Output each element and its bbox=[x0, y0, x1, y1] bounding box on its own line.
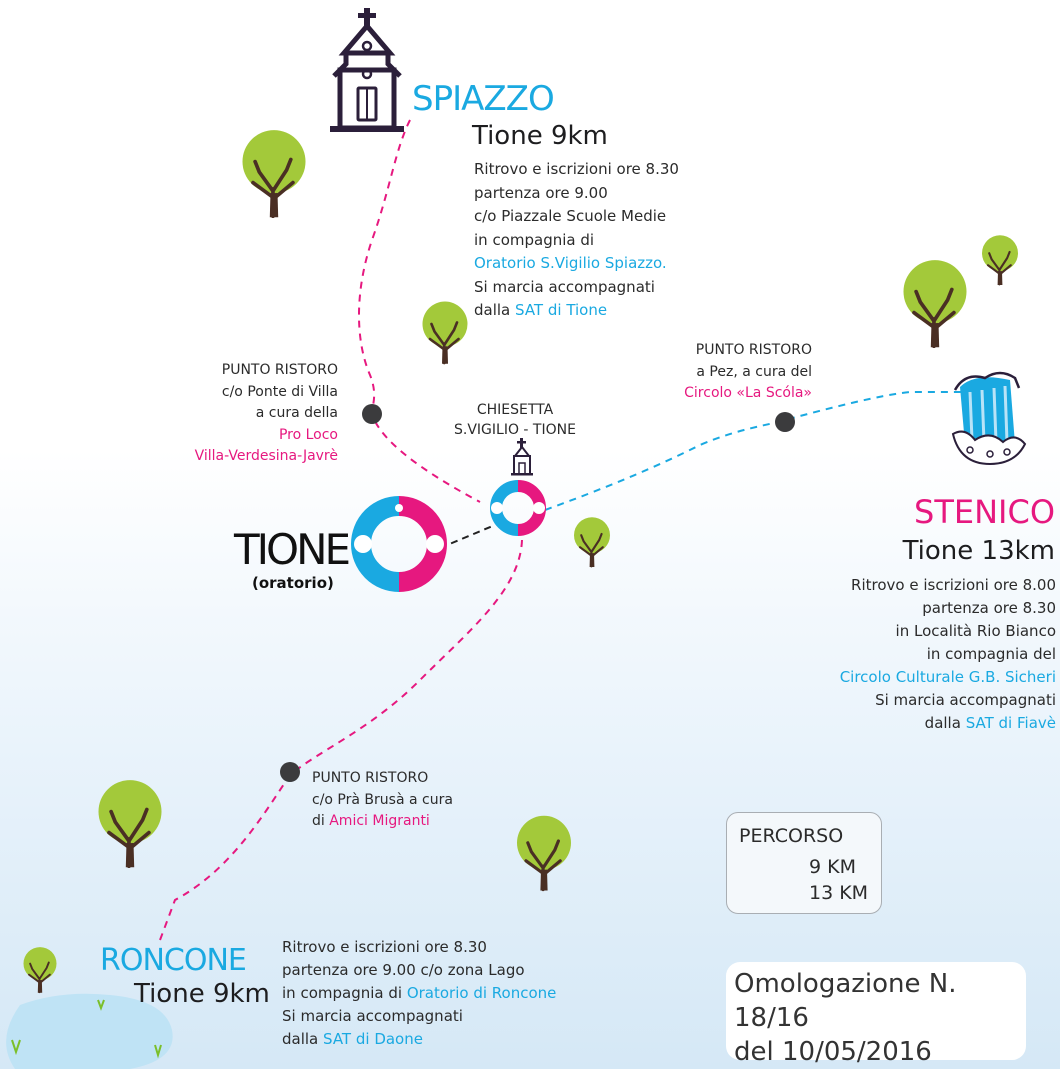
route-stenico-path bbox=[544, 391, 975, 511]
info-line: Si marcia accompagnati bbox=[875, 691, 1056, 709]
legend-title: PERCORSO bbox=[739, 825, 844, 847]
legend-item-13km: 13 KM bbox=[809, 882, 869, 904]
legend-item-9km: 9 KM bbox=[809, 856, 856, 878]
info-line: Si marcia accompagnati bbox=[282, 1007, 463, 1025]
stenico-title: STENICO bbox=[914, 493, 1055, 531]
tione-sub: (oratorio) bbox=[252, 574, 334, 592]
route-spiazzo-path bbox=[358, 119, 481, 503]
tree-icon bbox=[901, 258, 969, 350]
roncone-sat: SAT di Daone bbox=[323, 1030, 423, 1048]
ristoro-title: PUNTO RISTORO bbox=[221, 362, 338, 378]
info-line: Si marcia accompagnati bbox=[474, 277, 655, 296]
ring-marker-icon bbox=[490, 480, 546, 536]
ristoro-pra-label: PUNTO RISTORO c/o Prà Brusà a cura di Am… bbox=[312, 768, 453, 833]
route-roncone-path bbox=[159, 539, 523, 941]
info-prefix: in compagnia di bbox=[282, 984, 403, 1002]
info-line: partenza ore 8.30 bbox=[922, 599, 1056, 617]
ristoro-villa-org: Pro Loco bbox=[278, 426, 338, 443]
roncone-org: Oratorio di Roncone bbox=[406, 984, 557, 1002]
omologazione-line: Omologazione N. 18/16 bbox=[734, 969, 957, 1033]
info-prefix: dalla bbox=[282, 1030, 319, 1048]
tree-icon bbox=[96, 778, 164, 870]
spiazzo-org: Oratorio S.Vigilio Spiazzo. bbox=[474, 254, 667, 272]
info-prefix: dalla bbox=[474, 301, 511, 319]
legend-box: PERCORSO 9 KM 13 KM bbox=[726, 812, 882, 914]
ristoro-pez-org: Circolo «La Scóla» bbox=[684, 385, 812, 401]
info-line: c/o Ponte di Villa bbox=[221, 383, 338, 400]
omologazione-box: Omologazione N. 18/16 del 10/05/2016 bbox=[726, 962, 1026, 1067]
stenico-org: Circolo Culturale G.B. Sicheri bbox=[839, 668, 1056, 686]
waterfall-icon bbox=[951, 371, 1027, 466]
info-line: in compagnia di bbox=[474, 230, 595, 249]
info-line: c/o Prà Brusà a cura bbox=[312, 791, 453, 808]
tione-title: TIONE bbox=[234, 525, 351, 574]
info-line: a cura della bbox=[255, 405, 338, 421]
info-line: c/o Piazzale Scuole Medie bbox=[474, 207, 667, 225]
info-line: partenza ore 9.00 c/o zona Lago bbox=[282, 961, 525, 979]
tione-connector bbox=[439, 524, 496, 549]
ristoro-pra-dot bbox=[280, 762, 300, 782]
info-line: partenza ore 9.00 bbox=[474, 183, 608, 202]
ristoro-pez-dot bbox=[775, 412, 795, 432]
omologazione-date: del 10/05/2016 bbox=[734, 1036, 932, 1067]
chiesetta-line: S.VIGILIO - TIONE bbox=[454, 422, 576, 438]
stenico-info: Ritrovo e iscrizioni ore 8.00 partenza o… bbox=[760, 574, 1056, 735]
info-prefix: dalla bbox=[924, 714, 961, 732]
info-line: in Località Rio Bianco bbox=[895, 622, 1056, 640]
spiazzo-sat: SAT di Tione bbox=[515, 301, 608, 319]
tree-icon bbox=[980, 234, 1020, 287]
tree-icon bbox=[240, 128, 308, 220]
info-line: Ritrovo e iscrizioni ore 8.30 bbox=[474, 160, 679, 178]
ristoro-villa-label: PUNTO RISTORO c/o Ponte di Villa a cura … bbox=[150, 360, 338, 468]
info-line: Ritrovo e iscrizioni ore 8.30 bbox=[282, 938, 487, 956]
info-line: in compagnia del bbox=[926, 645, 1056, 663]
ristoro-villa-dot bbox=[362, 404, 382, 424]
roncone-distance: Tione 9km bbox=[134, 979, 270, 1009]
ring-marker-icon bbox=[351, 496, 447, 592]
ristoro-title: PUNTO RISTORO bbox=[312, 770, 429, 786]
info-prefix: di bbox=[312, 813, 325, 829]
ristoro-title: PUNTO RISTORO bbox=[695, 342, 812, 358]
tree-icon bbox=[22, 946, 58, 994]
small-church-icon bbox=[511, 438, 533, 476]
stenico-sat: SAT di Fiavè bbox=[965, 714, 1056, 732]
roncone-info: Ritrovo e iscrizioni ore 8.30 partenza o… bbox=[282, 936, 556, 1051]
info-line: Ritrovo e iscrizioni ore 8.00 bbox=[851, 576, 1056, 594]
spiazzo-info: Ritrovo e iscrizioni ore 8.30 partenza o… bbox=[474, 158, 679, 323]
tree-icon bbox=[421, 300, 469, 366]
spiazzo-distance: Tione 9km bbox=[472, 121, 608, 151]
ristoro-pez-label: PUNTO RISTORO a Pez, a cura del Circolo … bbox=[620, 340, 812, 405]
roncone-title: RONCONE bbox=[100, 943, 247, 978]
stenico-distance: Tione 13km bbox=[902, 536, 1055, 566]
route-13km bbox=[544, 391, 975, 511]
tree-icon bbox=[572, 516, 612, 569]
route-9km bbox=[159, 119, 523, 941]
ristoro-pra-org: Amici Migranti bbox=[329, 813, 430, 829]
chiesetta-line: CHIESETTA bbox=[476, 402, 554, 418]
church-icon bbox=[330, 8, 404, 132]
info-line: a Pez, a cura del bbox=[696, 363, 812, 380]
spiazzo-title: SPIAZZO bbox=[412, 79, 555, 119]
tree-icon bbox=[515, 814, 573, 893]
ristoro-villa-org: Villa-Verdesina-Javrè bbox=[194, 448, 338, 464]
lake-icon bbox=[6, 993, 173, 1069]
chiesetta-label: CHIESETTA S.VIGILIO - TIONE bbox=[440, 400, 590, 440]
